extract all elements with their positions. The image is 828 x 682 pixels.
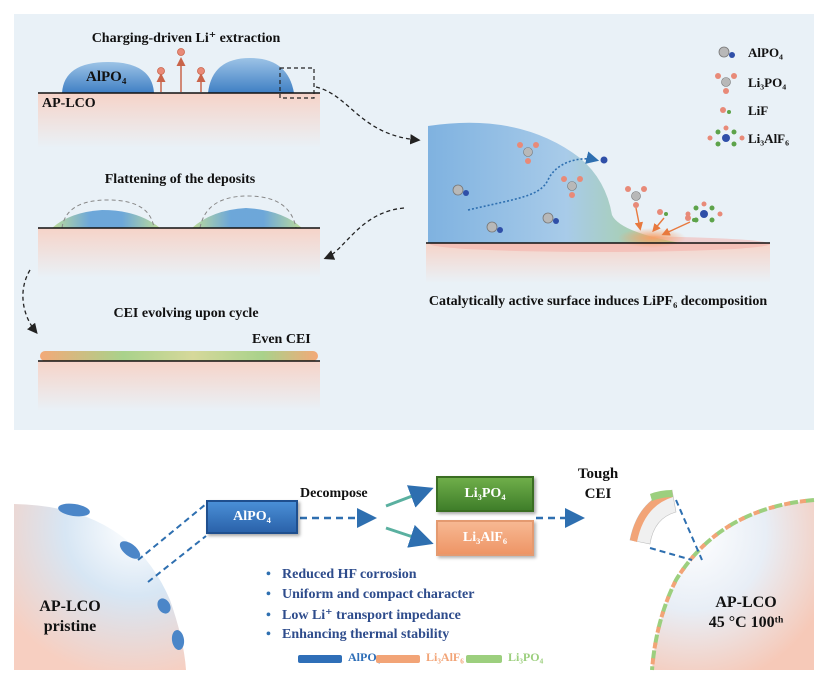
alpo4-deposit-label: AlPO₄: [86, 69, 127, 85]
zoom-scene: [426, 122, 770, 283]
step3-title: CEI evolving upon cycle: [113, 306, 259, 321]
legend-label-li3po4: Li₃PO₄: [748, 75, 787, 90]
alpo4-box: AlPO₄: [206, 500, 298, 534]
benefit-item: •Reduced HF corrosion: [266, 567, 417, 582]
even-cei-layer: [40, 351, 318, 361]
zoom-substrate: [426, 243, 770, 283]
legend-label-lif: LiF: [748, 103, 769, 118]
branch-arrow-down: [385, 524, 434, 548]
li3po4-molecule-icon: [715, 73, 737, 94]
zoom-region-box: [279, 67, 315, 99]
cycled-particle: [652, 500, 814, 670]
lif-molecule-icon: [720, 107, 731, 114]
flattened-deposit-right: [192, 208, 302, 228]
li3po4-molecules: [517, 142, 647, 208]
benefit-item: •Uniform and compact character: [266, 587, 475, 602]
tough-cei-line2: CEI: [584, 486, 612, 502]
step3-scene: [38, 351, 320, 411]
benefit-item: •Enhancing thermal stability: [266, 627, 450, 642]
zoom-caption: Catalytically active surface induces LiP…: [428, 294, 768, 309]
catalytic-hotspot-glow: [618, 228, 686, 248]
cycled-label-line1: AP-LCO: [715, 594, 777, 611]
cycled-cei-shell-green: [650, 498, 815, 671]
li3alf6-clusters: [685, 201, 723, 223]
step2-title: Flattening of the deposits: [104, 172, 256, 187]
flow-arrow-to-step3: [22, 269, 38, 335]
li3alf6-molecule-icon: [707, 125, 745, 147]
top-legend-icons: [707, 46, 745, 147]
tough-cei-fragment-green: [650, 490, 673, 501]
alpo4-deposit-left: [62, 62, 154, 93]
pristine-label-line1: AP-LCO: [39, 598, 101, 615]
pristine-particle: [14, 504, 186, 670]
magnify-line-cycled-1: [675, 499, 703, 561]
cycled-cei-shell-orange: [650, 498, 815, 671]
step3-substrate: [38, 361, 320, 411]
original-dome-outline-right: [199, 195, 297, 229]
li-diffusion-path: [467, 151, 600, 211]
alpo4-molecules: [452, 184, 559, 233]
step1-scene: [38, 48, 320, 148]
pristine-alpo4-islands: [58, 503, 185, 650]
li3alf6-box: Li₃AlF₆: [436, 520, 534, 556]
bottom-scene: [14, 485, 815, 671]
step2-scene: [38, 195, 320, 278]
branch-arrow-up: [385, 485, 434, 508]
even-cei-label: Even CEI: [252, 332, 311, 347]
li3po4-box: Li₃PO₄: [436, 476, 534, 512]
flattened-deposit-left: [52, 210, 160, 228]
magnify-line-upper: [137, 503, 207, 561]
step2-substrate: [38, 228, 320, 278]
legend-text-alpo4: AlPO₄: [348, 650, 381, 664]
flow-arrow-to-zoom: [315, 86, 421, 145]
original-dome-outline-left: [61, 199, 155, 229]
alpo4-deposit-right: [208, 58, 294, 93]
step1-substrate: [38, 93, 320, 148]
alpo4-molecule-icon: [718, 46, 735, 58]
legend-text-li3po4: Li₃PO₄: [508, 650, 544, 664]
zoom-deposit: [428, 122, 680, 243]
decompose-label: Decompose: [300, 486, 368, 501]
legend-swatch-li3alf6: [376, 655, 420, 663]
tough-cei-line1: Tough: [577, 466, 619, 482]
decomposition-arrows: [634, 207, 691, 236]
cycled-label-line2: 45 °C 100ᵗʰ: [708, 614, 784, 631]
benefit-item: •Low Li⁺ transport impedance: [266, 608, 461, 623]
legend-swatch-li3po4: [466, 655, 502, 663]
li-ion-extraction-arrows: [156, 48, 206, 92]
flow-arrow-to-step2: [323, 207, 405, 260]
magnify-line-lower: [147, 535, 207, 583]
legend-label-alpo4: AlPO₄: [748, 45, 783, 60]
pristine-label-line2: pristine: [43, 618, 97, 635]
legend-swatch-alpo4: [298, 655, 342, 663]
magnify-line-cycled-2: [649, 547, 693, 561]
step1-title: Charging-driven Li⁺ extraction: [91, 31, 281, 46]
diffusing-li-ion: [600, 156, 608, 164]
legend-text-li3alf6: Li₃AlF₆: [426, 650, 464, 664]
substrate-label: AP-LCO: [42, 96, 96, 111]
legend-label-li3alf6: Li₃AlF₆: [748, 131, 790, 146]
